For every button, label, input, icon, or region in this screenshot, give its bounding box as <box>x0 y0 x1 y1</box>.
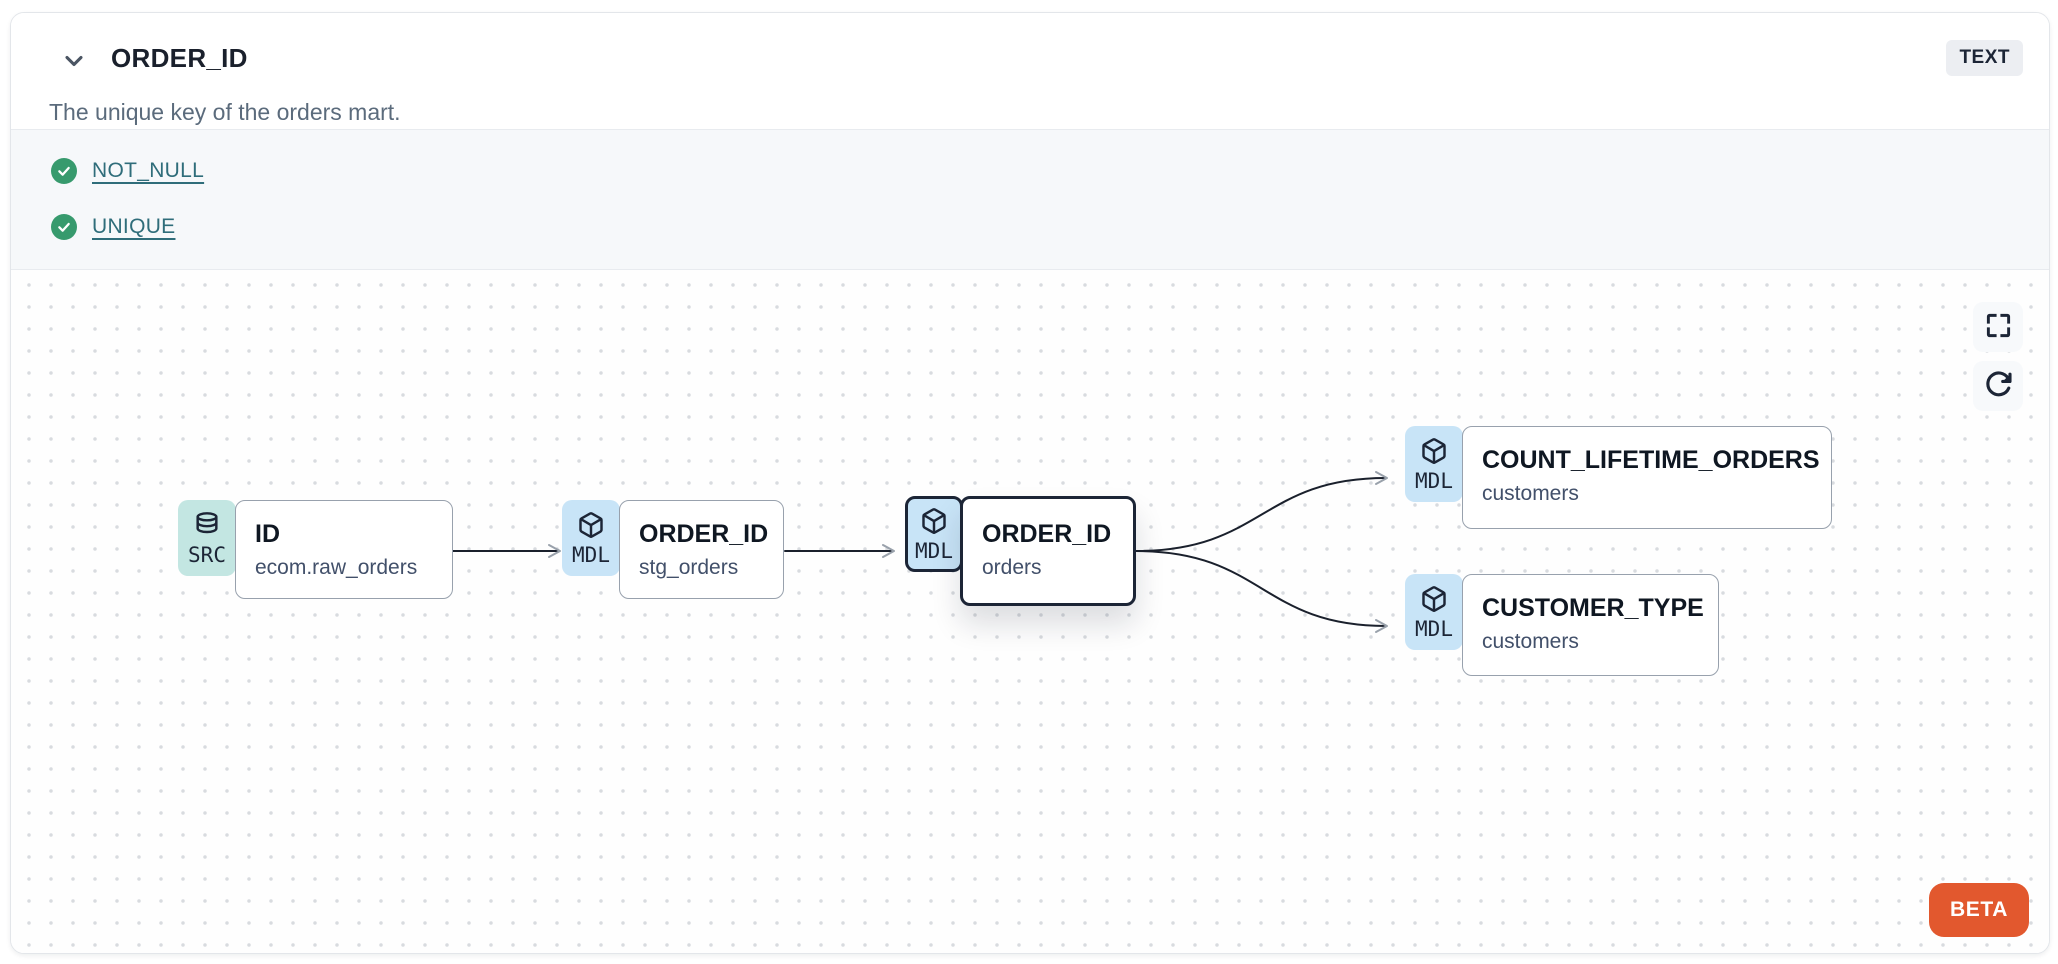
node-type-label: MDL <box>915 538 953 563</box>
node-type-label: SRC <box>188 542 226 567</box>
cube-icon <box>577 511 605 544</box>
database-icon <box>193 511 221 544</box>
arrowhead-icon <box>548 544 561 558</box>
check-circle-icon <box>51 157 77 184</box>
collapse-column-button[interactable] <box>57 45 91 79</box>
cube-icon <box>920 507 948 540</box>
node-subtitle: customers <box>1482 481 1579 505</box>
lineage-canvas[interactable]: SRC ID ecom.raw_orders MDL ORDER_ID stg_… <box>11 270 2049 953</box>
fullscreen-button[interactable] <box>1973 302 2023 352</box>
node-card: COUNT_LIFETIME_ORDERS customers <box>1462 426 1832 529</box>
cube-icon <box>1420 437 1448 470</box>
node-card: ID ecom.raw_orders <box>235 500 453 599</box>
column-details-panel: ORDER_ID TEXT The unique key of the orde… <box>10 12 2050 954</box>
node-card: ORDER_ID orders <box>960 496 1136 606</box>
node-type-badge: MDL <box>1405 574 1463 650</box>
arrowhead-icon <box>1375 619 1388 633</box>
node-type-badge: MDL <box>905 496 963 572</box>
column-description: The unique key of the orders mart. <box>49 99 401 125</box>
test-link-not-null[interactable]: NOT_NULL <box>92 158 205 182</box>
edge-lines <box>452 477 1387 627</box>
node-type-badge: MDL <box>1405 426 1463 502</box>
refresh-button[interactable] <box>1973 361 2023 411</box>
node-card: CUSTOMER_TYPE customers <box>1462 574 1719 676</box>
edge <box>1135 550 1387 627</box>
maximize-icon <box>1985 312 2012 342</box>
canvas-controls <box>1973 302 2023 411</box>
node-title: ID <box>255 520 280 548</box>
node-card: ORDER_ID stg_orders <box>619 500 784 599</box>
node-title: ORDER_ID <box>639 520 769 548</box>
test-row-not-null: NOT_NULL <box>51 157 2049 184</box>
column-type-badge: TEXT <box>1946 40 2023 76</box>
node-type-label: MDL <box>572 542 610 567</box>
node-title: ORDER_ID <box>982 520 1112 548</box>
chevron-down-icon <box>60 47 88 78</box>
test-row-unique: UNIQUE <box>51 213 2049 240</box>
arrowhead-icon <box>1375 471 1388 485</box>
node-subtitle: ecom.raw_orders <box>255 555 418 579</box>
column-header: ORDER_ID TEXT The unique key of the orde… <box>11 13 2049 129</box>
refresh-icon <box>1984 370 2013 402</box>
edge <box>1135 477 1387 552</box>
edge-arrowheads <box>548 471 1388 633</box>
node-type-badge: MDL <box>562 500 620 576</box>
node-type-badge: SRC <box>178 500 236 576</box>
node-title: COUNT_LIFETIME_ORDERS <box>1482 446 1820 474</box>
node-subtitle: orders <box>982 555 1042 579</box>
node-subtitle: customers <box>1482 629 1579 653</box>
tests-section: NOT_NULL UNIQUE <box>11 129 2049 270</box>
node-subtitle: stg_orders <box>639 555 739 579</box>
node-type-label: MDL <box>1415 468 1453 493</box>
test-link-unique[interactable]: UNIQUE <box>92 214 176 238</box>
beta-badge: BETA <box>1928 883 2029 937</box>
column-title: ORDER_ID <box>111 43 248 73</box>
cube-icon <box>1420 585 1448 618</box>
node-title: CUSTOMER_TYPE <box>1482 594 1704 622</box>
lineage-edges <box>452 471 1388 633</box>
check-circle-icon <box>51 213 77 240</box>
arrowhead-icon <box>882 544 895 558</box>
node-type-label: MDL <box>1415 616 1453 641</box>
